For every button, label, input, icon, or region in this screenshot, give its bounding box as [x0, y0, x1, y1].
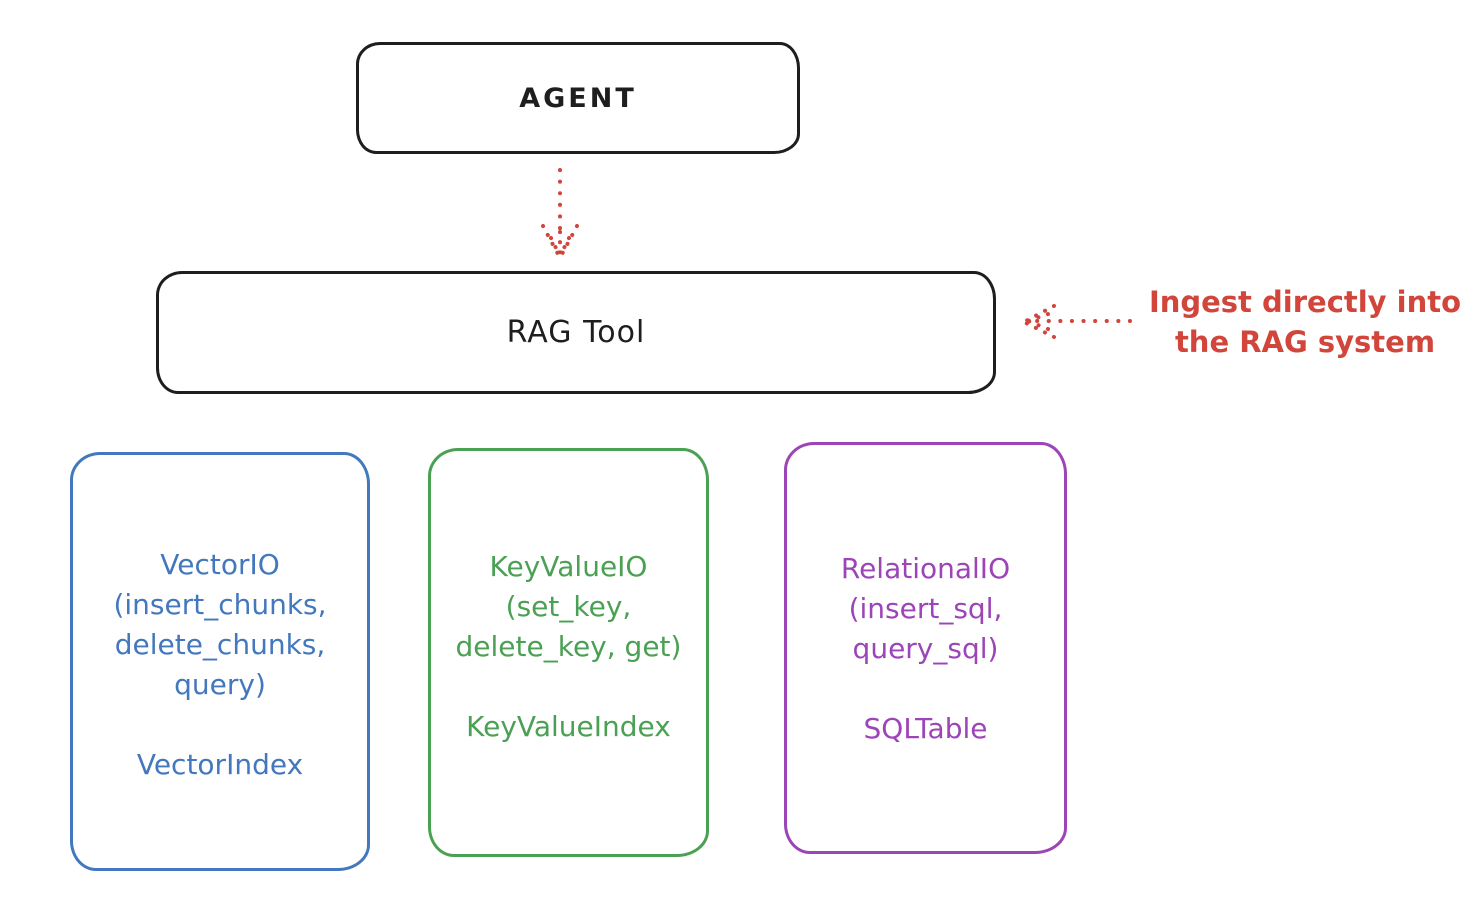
vector-io-line: query) [174, 668, 266, 701]
key-value-index-label: KeyValueIndex [466, 710, 671, 743]
arrow-head-top [1022, 304, 1056, 324]
sql-table-label: SQLTable [863, 712, 988, 745]
arrow-head-left [541, 224, 561, 258]
arrow-head-bottom [1022, 320, 1056, 339]
agent-to-ragtool-arrow [541, 168, 579, 260]
rag-tool-label: RAG Tool [506, 315, 646, 350]
relational-io-line: RelationalIO [840, 552, 1011, 585]
rag-tool-box: RAG Tool [156, 271, 996, 394]
agent-label: AGENT [519, 82, 637, 114]
arrow-head-inner-right [560, 236, 571, 254]
arrow-head-inner-bottom [1026, 319, 1050, 331]
vector-io-line: (insert_chunks, [113, 588, 327, 621]
key-value-io-box: KeyValueIO (set_key, delete_key, get) Ke… [428, 448, 709, 857]
agent-box: AGENT [356, 42, 800, 154]
vector-index-label: VectorIndex [136, 748, 304, 781]
arrow-head-inner-top [1026, 312, 1050, 323]
vector-io-line: delete_chunks, [114, 628, 326, 661]
arrow-head-right [559, 224, 579, 258]
key-value-io-line: (set_key, [505, 590, 632, 623]
vector-io-line: VectorIO [160, 548, 280, 581]
ingest-annotation: Ingest directly into the RAG system [1138, 282, 1472, 362]
vector-io-box: VectorIO (insert_chunks, delete_chunks, … [70, 452, 370, 871]
relational-io-box: RelationalIO (insert_sql, query_sql) SQL… [784, 442, 1067, 854]
key-value-io-line: KeyValueIO [489, 550, 648, 583]
relational-io-line: (insert_sql, [848, 592, 1003, 625]
relational-io-line: query_sql) [852, 632, 999, 665]
ingest-annotation-line1: Ingest directly into [1148, 285, 1462, 319]
key-value-io-line: delete_key, get) [455, 630, 682, 663]
ingest-annotation-line2: the RAG system [1174, 325, 1436, 359]
arrow-head-inner-left [549, 236, 560, 254]
annotation-to-ragtool-arrow [1022, 304, 1132, 339]
